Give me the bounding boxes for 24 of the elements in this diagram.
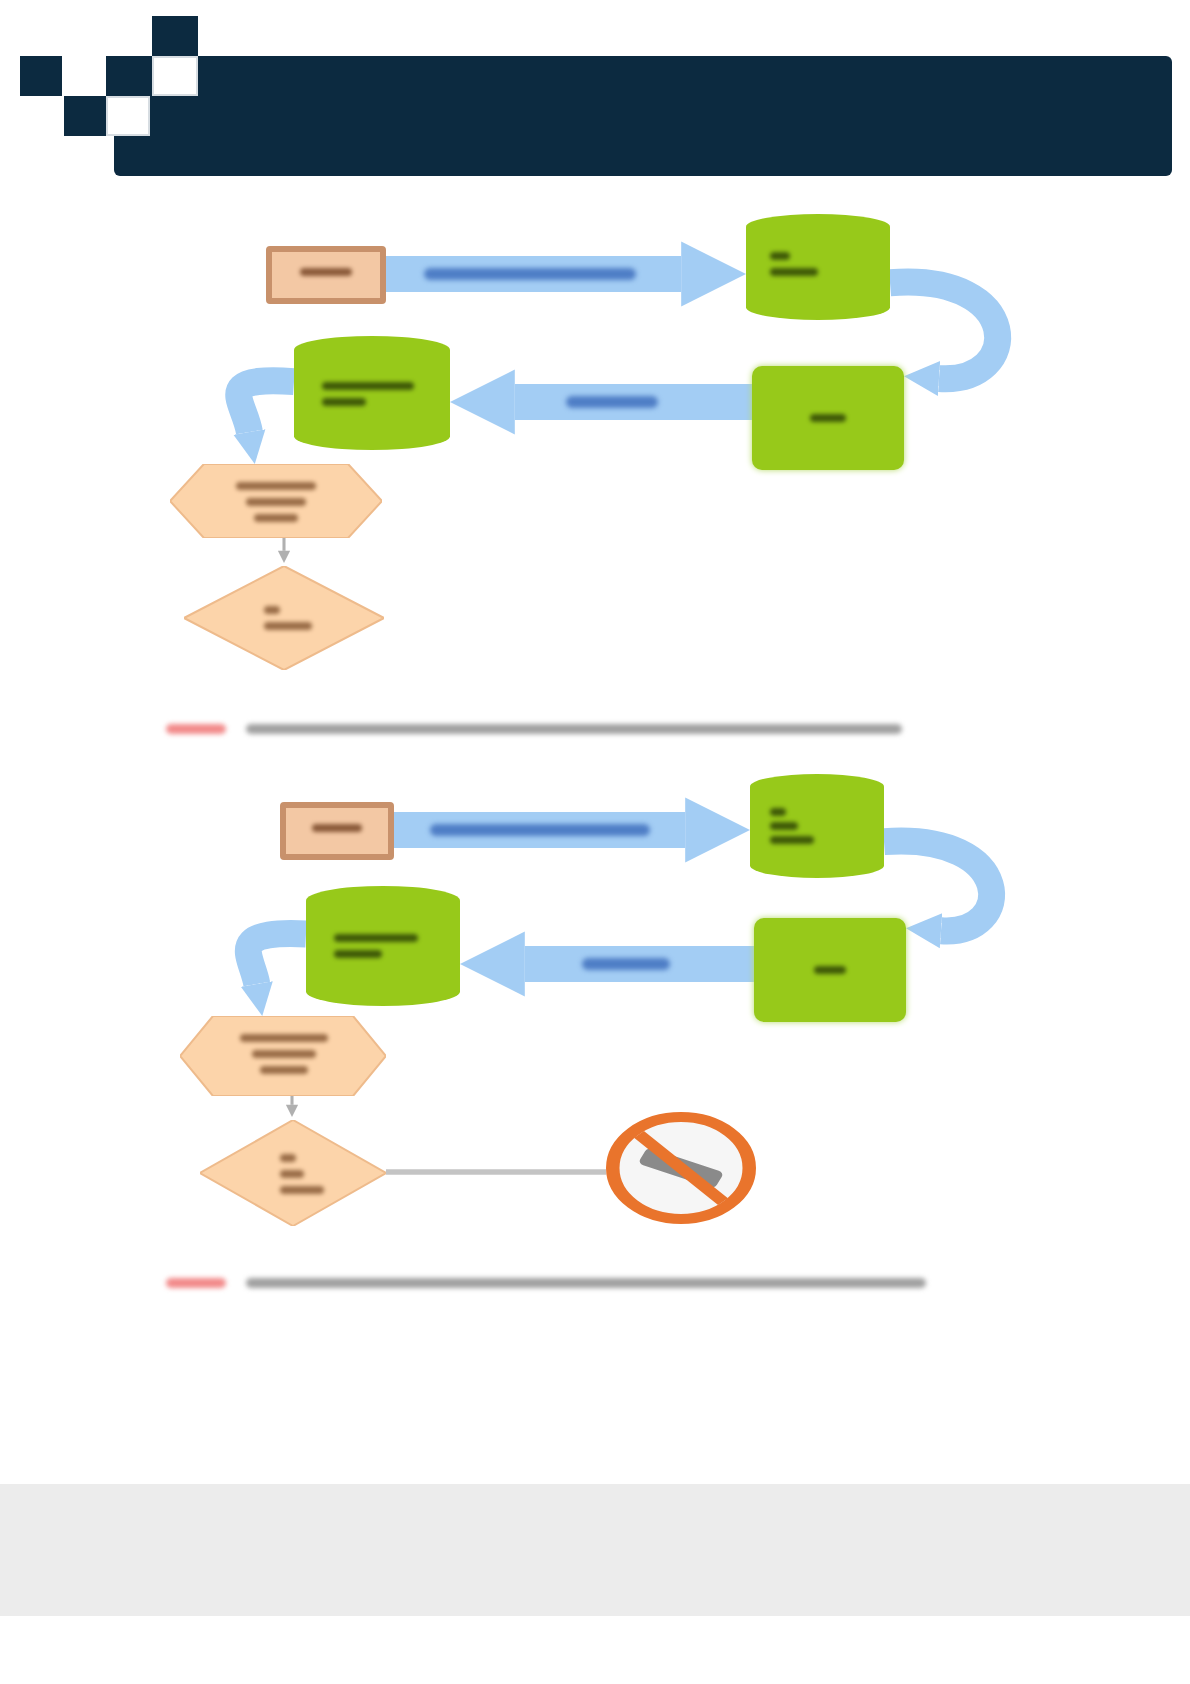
curved-arrow (234, 920, 307, 1016)
database-cylinder (750, 774, 884, 878)
decision-diamond (184, 566, 384, 670)
arrow (277, 538, 291, 564)
connector-line (386, 1169, 606, 1175)
curved-arrow (883, 827, 1005, 949)
preparation-hexagon (180, 1016, 386, 1096)
decision-diamond (200, 1120, 386, 1226)
database-cylinder (294, 336, 450, 450)
curved-arrow (889, 269, 1011, 397)
curved-arrow (225, 367, 295, 464)
process-box (754, 918, 906, 1022)
process-box (266, 246, 386, 304)
arrow (285, 1096, 299, 1118)
preparation-hexagon (170, 464, 382, 538)
block-arrow (394, 797, 750, 863)
database-cylinder (306, 886, 460, 1006)
process-box (280, 802, 394, 860)
prohibition-sign-icon (606, 1112, 756, 1224)
database-cylinder (746, 214, 890, 320)
block-arrow (450, 369, 752, 435)
block-arrow (386, 241, 746, 307)
block-arrow (460, 931, 754, 997)
process-box (752, 366, 904, 470)
